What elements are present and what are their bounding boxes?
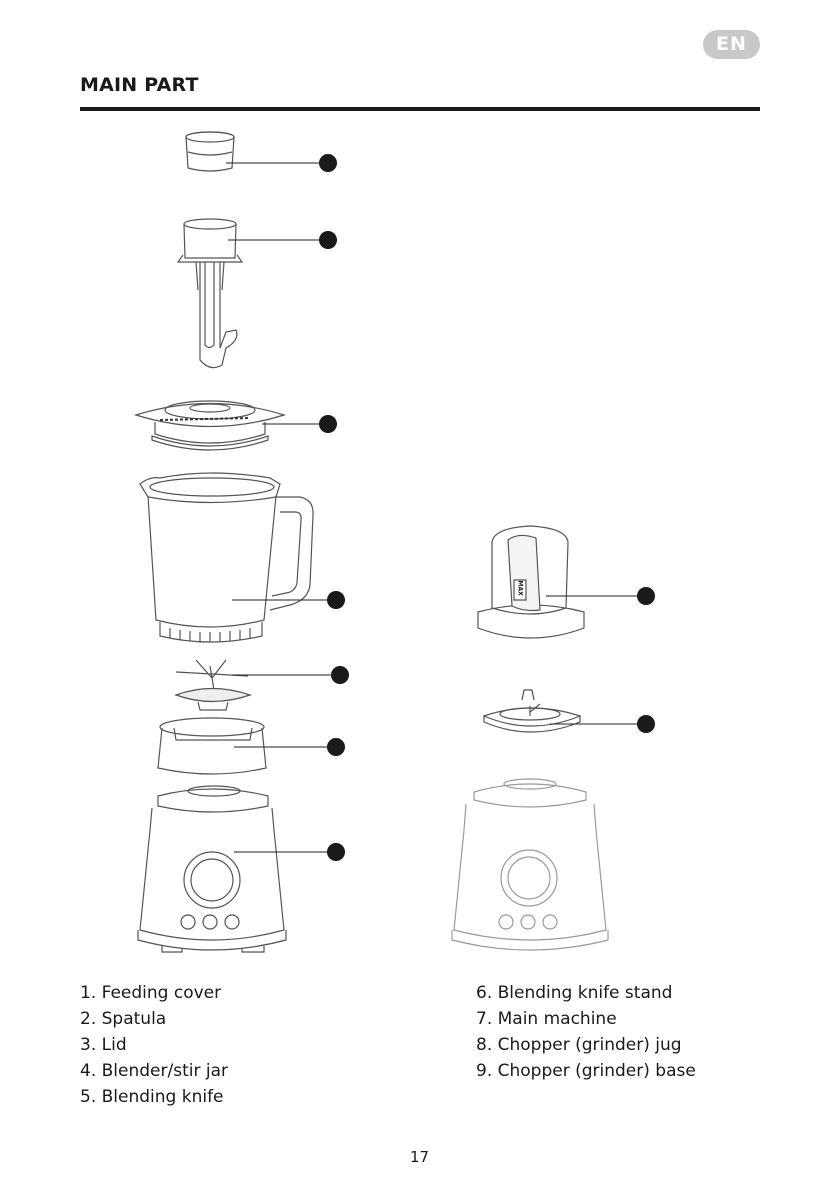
title-divider — [80, 107, 760, 111]
callout-marker-8 — [637, 587, 655, 605]
chopper-jug-illustration — [477, 525, 585, 639]
legend-item-lid: 3. Lid — [80, 1035, 127, 1055]
blending-knife-illustration — [174, 659, 252, 711]
chopper-base-illustration — [482, 689, 582, 733]
callout-marker-7 — [327, 843, 345, 861]
legend-item-chopper-jug: 8. Chopper (grinder) jug — [476, 1035, 682, 1055]
blending-knife-stand-illustration — [157, 717, 267, 775]
language-badge: EN — [703, 30, 760, 59]
callout-marker-3 — [319, 415, 337, 433]
chopper-jug-label: MAX — [516, 580, 524, 596]
legend-item-spatula: 2. Spatula — [80, 1009, 167, 1029]
callout-marker-1 — [319, 154, 337, 172]
spatula-illustration — [176, 218, 244, 369]
blender-jar-illustration — [139, 472, 314, 643]
callout-marker-6 — [327, 738, 345, 756]
page-title: MAIN PART — [80, 74, 199, 96]
legend-item-feeding-cover: 1. Feeding cover — [80, 983, 222, 1003]
main-machine-chopper-illustration — [451, 778, 609, 951]
callout-marker-5 — [331, 666, 349, 684]
legend-item-chopper-base: 9. Chopper (grinder) base — [476, 1061, 696, 1081]
callout-marker-2 — [319, 231, 337, 249]
legend-item-blending-knife: 5. Blending knife — [80, 1087, 224, 1107]
callout-marker-9 — [637, 715, 655, 733]
legend-item-main-machine: 7. Main machine — [476, 1009, 617, 1029]
callout-marker-4 — [327, 591, 345, 609]
parts-legend-right: 6. Blending knife stand 7. Main machine … — [476, 980, 696, 1084]
feeding-cover-illustration — [185, 131, 235, 172]
parts-legend-left: 1. Feeding cover 2. Spatula 3. Lid 4. Bl… — [80, 980, 228, 1110]
legend-item-blending-knife-stand: 6. Blending knife stand — [476, 983, 673, 1003]
lid-illustration — [133, 400, 287, 451]
page-number: 17 — [409, 1148, 430, 1166]
legend-item-blender-jar: 4. Blender/stir jar — [80, 1061, 228, 1081]
main-machine-illustration — [137, 785, 287, 953]
